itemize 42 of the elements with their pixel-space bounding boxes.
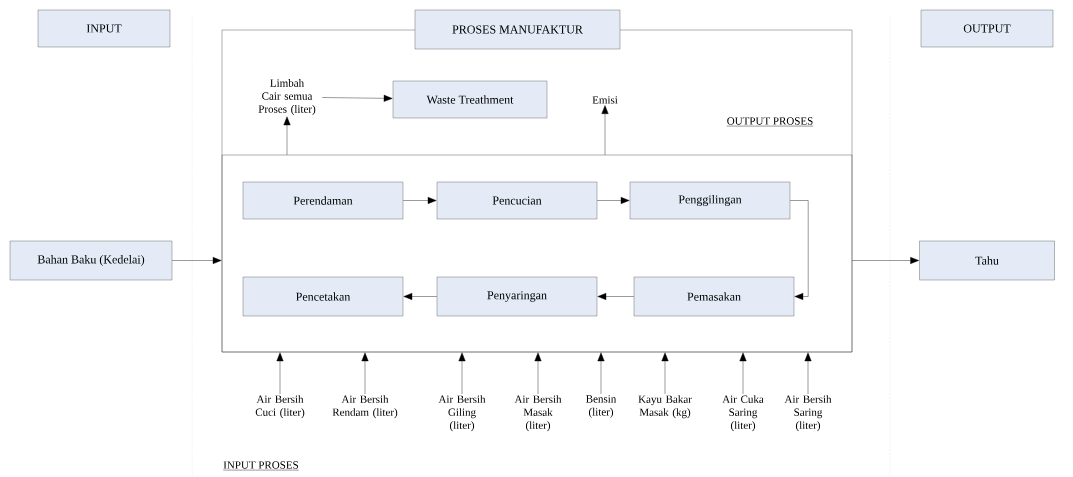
input-label: Air Bersih Cuci (liter) <box>255 395 305 419</box>
input-label: Air Bersih Masak (liter) <box>514 395 562 432</box>
arrow <box>790 200 809 300</box>
arrow <box>283 116 291 155</box>
arrow <box>172 257 222 264</box>
input-label: Bensin (liter) <box>586 395 617 418</box>
process-box: Pencetakan <box>242 276 404 317</box>
output-box: Tahu <box>919 240 1055 281</box>
arrow <box>458 352 466 395</box>
output-label: Limbah Cair semua Proses (liter) <box>258 79 316 115</box>
arrow <box>597 197 630 204</box>
arrow <box>597 352 605 395</box>
arrow <box>739 352 747 395</box>
section-label: INPUT PROSES <box>223 461 299 471</box>
arrow <box>403 293 437 300</box>
input-label: Air Bersih Rendam (liter) <box>332 395 398 419</box>
process-box: Pemasakan <box>633 276 795 317</box>
arrow <box>804 352 812 395</box>
process-area <box>221 154 853 353</box>
arrow <box>361 352 369 395</box>
input-label: Air Bersih Saring (liter) <box>784 395 832 432</box>
process-box: Penggilingan <box>629 181 791 220</box>
arrow <box>276 352 284 395</box>
process-box: Perendaman <box>242 181 404 220</box>
section-header: OUTPUT <box>920 9 1054 48</box>
process-box: Pencucian <box>436 181 598 220</box>
arrow <box>322 94 393 102</box>
arrow <box>534 352 542 395</box>
input-box: Bahan Baku (Kedelai) <box>9 240 173 281</box>
arrow <box>661 352 669 395</box>
input-label: Kayu Bakar Masak (kg) <box>638 395 692 419</box>
input-label: Air Bersih Giling (liter) <box>438 395 486 432</box>
arrow <box>597 293 634 300</box>
input-label: Air Cuka Saring (liter) <box>722 395 764 432</box>
process-box: Waste Treathment <box>392 80 548 119</box>
arrow <box>601 105 609 155</box>
arrow <box>852 257 919 264</box>
section-header: INPUT <box>37 9 171 48</box>
arrow <box>403 197 437 204</box>
output-label: Emisi <box>592 96 618 104</box>
process-box: Penyaringan <box>436 276 598 317</box>
section-label: OUTPUT PROSES <box>726 117 814 127</box>
